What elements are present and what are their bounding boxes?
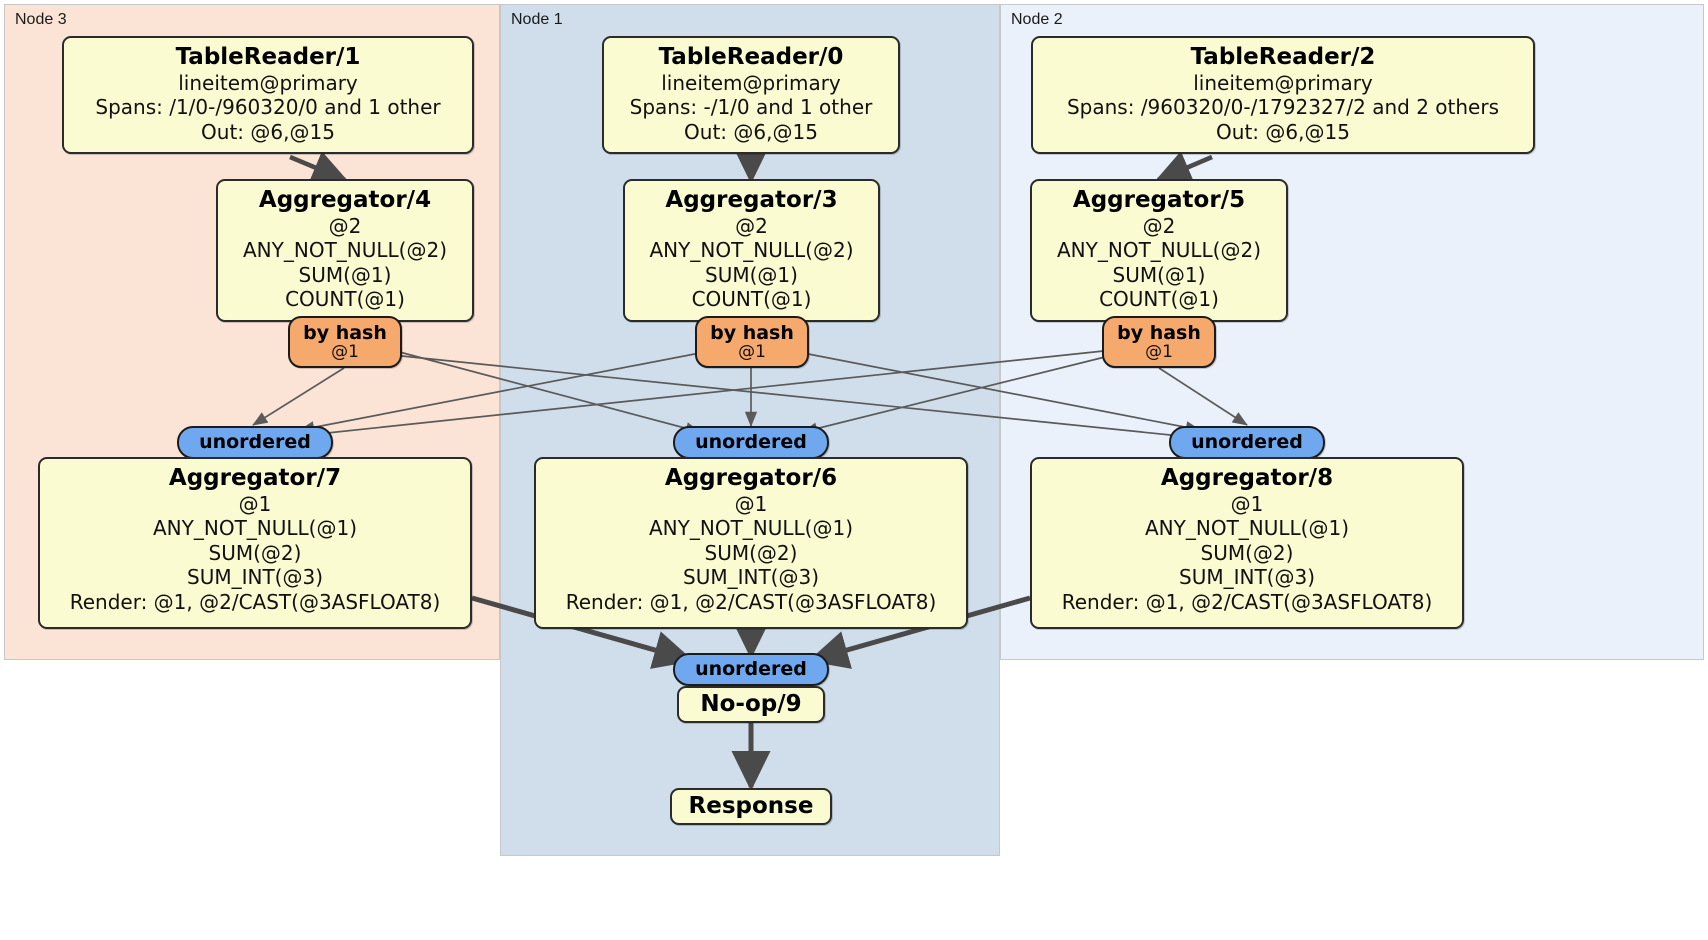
processor-title: Response bbox=[688, 793, 814, 820]
processor-title: Aggregator/3 bbox=[665, 187, 838, 213]
processor-line: ANY_NOT_NULL(@2) bbox=[243, 238, 447, 263]
processor-title: No-op/9 bbox=[700, 691, 802, 718]
node-panel-label-node3: Node 3 bbox=[15, 11, 67, 28]
processor-line: Render: @1, @2/CAST(@3ASFLOAT8) bbox=[565, 590, 937, 615]
processor-line: @1 bbox=[734, 491, 768, 516]
processor-line: lineitem@primary bbox=[661, 70, 841, 95]
processor-line: SUM_INT(@3) bbox=[1179, 565, 1315, 590]
unordered-synchronizer-label: unordered bbox=[695, 431, 807, 454]
hash-router-label: by hash bbox=[1117, 321, 1201, 344]
processor-line: COUNT(@1) bbox=[1099, 287, 1219, 312]
processor-noop-9[interactable]: No-op/9 bbox=[677, 686, 825, 723]
processor-line: ANY_NOT_NULL(@1) bbox=[1145, 516, 1349, 541]
processor-line: @1 bbox=[238, 491, 272, 516]
processor-line: Render: @1, @2/CAST(@3ASFLOAT8) bbox=[1061, 590, 1433, 615]
processor-line: ANY_NOT_NULL(@1) bbox=[153, 516, 357, 541]
processor-tablereader-1[interactable]: TableReader/1 lineitem@primary Spans: /1… bbox=[62, 36, 474, 154]
processor-title: TableReader/2 bbox=[1190, 44, 1376, 70]
hash-router-column: @1 bbox=[1145, 342, 1173, 363]
hash-router-label: by hash bbox=[303, 321, 387, 344]
unordered-synchronizer-node2[interactable]: unordered bbox=[1169, 426, 1325, 459]
processor-aggregator-5[interactable]: Aggregator/5 @2 ANY_NOT_NULL(@2) SUM(@1)… bbox=[1030, 179, 1288, 322]
processor-title: TableReader/0 bbox=[658, 44, 844, 70]
processor-line: @2 bbox=[328, 213, 362, 238]
processor-line: @2 bbox=[1142, 213, 1176, 238]
processor-line: lineitem@primary bbox=[178, 70, 358, 95]
hash-router-node1[interactable]: by hash @1 bbox=[695, 316, 809, 368]
processor-line: SUM(@2) bbox=[1200, 540, 1294, 565]
node-panel-label-node2: Node 2 bbox=[1011, 11, 1063, 28]
processor-line: SUM(@2) bbox=[704, 540, 798, 565]
processor-tablereader-0[interactable]: TableReader/0 lineitem@primary Spans: -/… bbox=[602, 36, 900, 154]
processor-line: Out: @6,@15 bbox=[1216, 119, 1350, 144]
processor-line: Out: @6,@15 bbox=[684, 119, 818, 144]
processor-aggregator-3[interactable]: Aggregator/3 @2 ANY_NOT_NULL(@2) SUM(@1)… bbox=[623, 179, 880, 322]
processor-line: Spans: /1/0-/960320/0 and 1 other bbox=[95, 95, 441, 120]
processor-line: SUM(@2) bbox=[208, 540, 302, 565]
processor-line: SUM_INT(@3) bbox=[683, 565, 819, 590]
processor-title: Aggregator/5 bbox=[1072, 187, 1246, 213]
processor-aggregator-7[interactable]: Aggregator/7 @1 ANY_NOT_NULL(@1) SUM(@2)… bbox=[38, 457, 472, 629]
processor-line: ANY_NOT_NULL(@2) bbox=[649, 238, 854, 263]
processor-line: Spans: /960320/0-/1792327/2 and 2 others bbox=[1066, 95, 1499, 120]
processor-line: ANY_NOT_NULL(@1) bbox=[649, 516, 853, 541]
processor-line: COUNT(@1) bbox=[691, 287, 812, 312]
processor-line: COUNT(@1) bbox=[285, 287, 405, 312]
processor-line: Render: @1, @2/CAST(@3ASFLOAT8) bbox=[69, 590, 441, 615]
processor-line: lineitem@primary bbox=[1193, 70, 1373, 95]
unordered-synchronizer-label: unordered bbox=[695, 658, 807, 681]
unordered-synchronizer-node3[interactable]: unordered bbox=[177, 426, 333, 459]
hash-router-label: by hash bbox=[710, 321, 794, 344]
hash-router-node2[interactable]: by hash @1 bbox=[1102, 316, 1216, 368]
processor-line: SUM_INT(@3) bbox=[187, 565, 323, 590]
processor-tablereader-2[interactable]: TableReader/2 lineitem@primary Spans: /9… bbox=[1031, 36, 1535, 154]
hash-router-node3[interactable]: by hash @1 bbox=[288, 316, 402, 368]
processor-line: @2 bbox=[735, 213, 768, 238]
hash-router-column: @1 bbox=[331, 342, 359, 363]
processor-aggregator-4[interactable]: Aggregator/4 @2 ANY_NOT_NULL(@2) SUM(@1)… bbox=[216, 179, 474, 322]
unordered-synchronizer-label: unordered bbox=[199, 431, 311, 454]
unordered-synchronizer-node1[interactable]: unordered bbox=[673, 426, 829, 459]
processor-title: TableReader/1 bbox=[175, 44, 361, 70]
processor-title: Aggregator/8 bbox=[1160, 465, 1334, 491]
hash-router-column: @1 bbox=[738, 342, 766, 363]
processor-aggregator-6[interactable]: Aggregator/6 @1 ANY_NOT_NULL(@1) SUM(@2)… bbox=[534, 457, 968, 629]
processor-line: @1 bbox=[1230, 491, 1264, 516]
processor-line: Spans: -/1/0 and 1 other bbox=[629, 95, 873, 120]
processor-line: SUM(@1) bbox=[1112, 262, 1206, 287]
processor-line: ANY_NOT_NULL(@2) bbox=[1057, 238, 1261, 263]
processor-line: SUM(@1) bbox=[298, 262, 392, 287]
unordered-synchronizer-label: unordered bbox=[1191, 431, 1303, 454]
processor-response[interactable]: Response bbox=[670, 788, 832, 825]
processor-title: Aggregator/6 bbox=[664, 465, 838, 491]
processor-line: SUM(@1) bbox=[705, 262, 798, 287]
unordered-synchronizer-final[interactable]: unordered bbox=[673, 653, 829, 686]
processor-aggregator-8[interactable]: Aggregator/8 @1 ANY_NOT_NULL(@1) SUM(@2)… bbox=[1030, 457, 1464, 629]
processor-title: Aggregator/7 bbox=[168, 465, 342, 491]
processor-title: Aggregator/4 bbox=[258, 187, 432, 213]
node-panel-label-node1: Node 1 bbox=[511, 11, 563, 28]
processor-line: Out: @6,@15 bbox=[201, 119, 335, 144]
